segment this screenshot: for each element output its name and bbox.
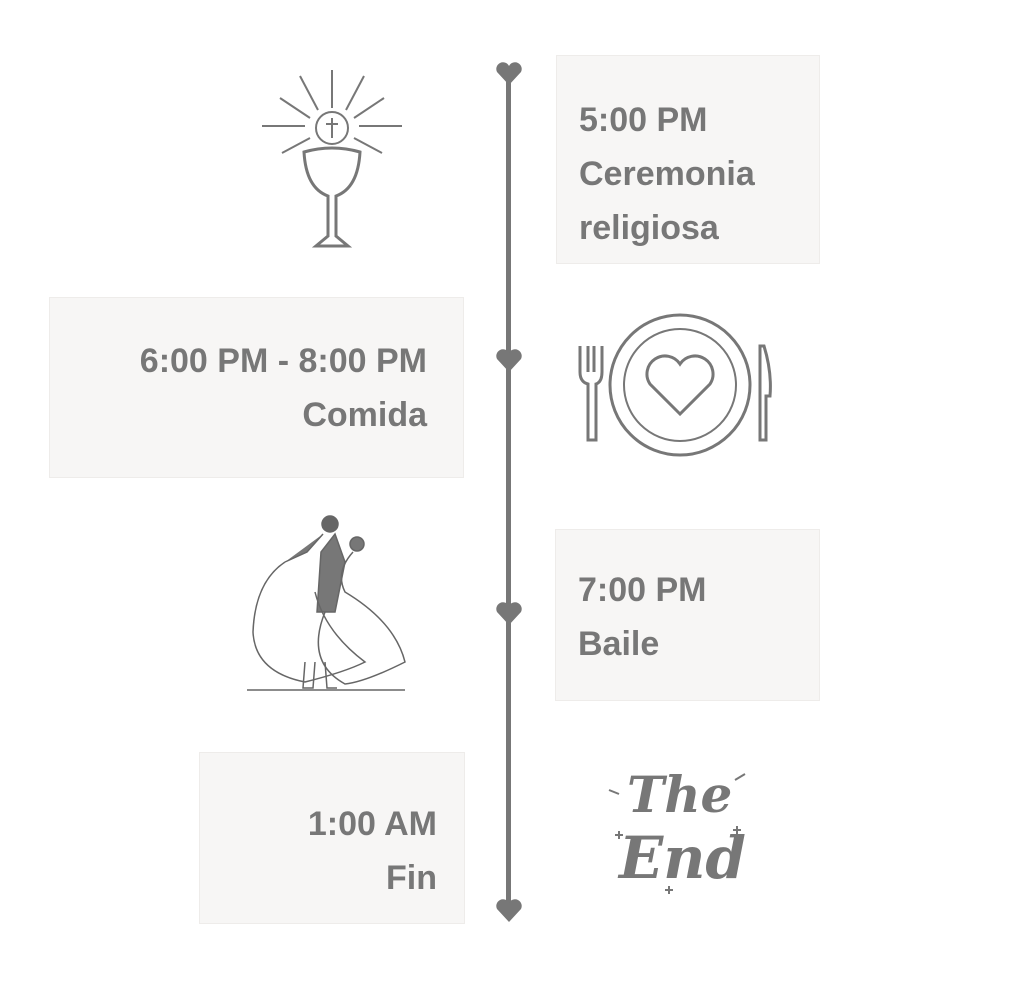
heart-marker-icon bbox=[496, 899, 522, 922]
event-card-ceremony: 5:00 PM Ceremonia religiosa bbox=[556, 55, 820, 264]
heart-marker-icon bbox=[496, 602, 522, 625]
event-time: 1:00 AM bbox=[307, 805, 437, 843]
chalice-icon bbox=[262, 70, 402, 248]
the-end-lettering-icon: The End bbox=[608, 765, 746, 894]
heart-marker-icon bbox=[496, 349, 522, 372]
svg-text:The: The bbox=[627, 765, 732, 824]
event-card-end: 1:00 AM Fin bbox=[199, 752, 465, 924]
event-title: Baile bbox=[578, 625, 660, 663]
heart-marker-icon bbox=[496, 62, 522, 85]
event-card-dance: 7:00 PM Baile bbox=[555, 529, 820, 701]
timeline-line bbox=[506, 72, 511, 912]
event-time: 7:00 PM bbox=[578, 571, 707, 609]
event-time: 5:00 PM bbox=[579, 101, 708, 139]
dancing-couple-icon bbox=[247, 515, 406, 691]
plate-heart-icon bbox=[578, 313, 772, 457]
event-title: Fin bbox=[386, 859, 437, 897]
event-title: Ceremonia bbox=[579, 155, 755, 193]
event-title: religiosa bbox=[579, 209, 719, 247]
event-card-meal: 6:00 PM - 8:00 PM Comida bbox=[49, 297, 464, 478]
svg-text:End: End bbox=[617, 824, 746, 892]
event-time: 6:00 PM - 8:00 PM bbox=[139, 342, 427, 380]
event-title: Comida bbox=[302, 396, 427, 434]
